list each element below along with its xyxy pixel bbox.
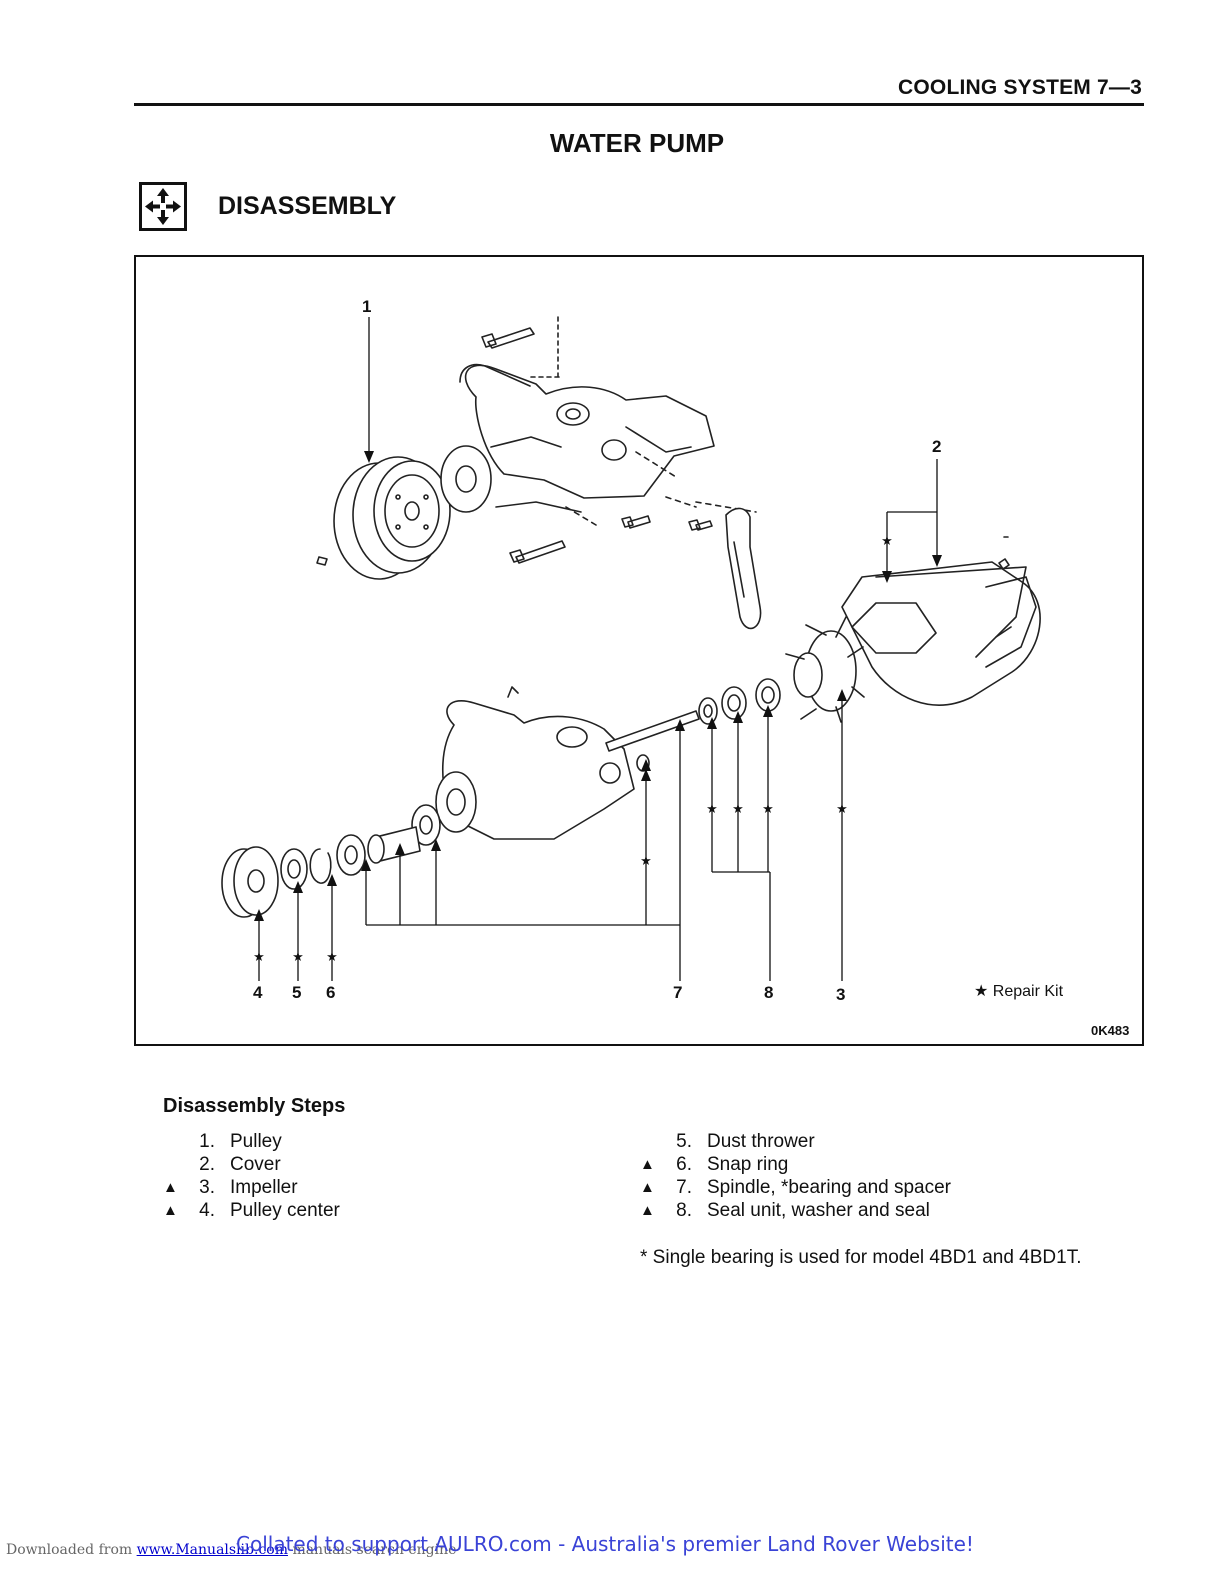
list-item: ▲ 7. Spindle, *bearing and spacer (640, 1177, 952, 1198)
svg-text:★: ★ (292, 950, 304, 965)
svg-text:★: ★ (836, 802, 848, 817)
list-item: ▲ 3. Impeller (163, 1177, 298, 1198)
list-item: 2. Cover (199, 1154, 281, 1175)
callout-4: 4 (253, 983, 263, 1002)
download-credit: Downloaded from www.Manualslib.com manua… (6, 1542, 457, 1558)
list-item: 5. Dust thrower (676, 1131, 815, 1152)
callout-3: 3 (836, 985, 846, 1004)
manualslib-link[interactable]: www.Manualslib.com (136, 1542, 288, 1558)
list-item: ▲ 6. Snap ring (640, 1154, 789, 1175)
callout-1: 1 (362, 297, 372, 316)
svg-text:★: ★ (326, 950, 338, 965)
section-title: DISASSEMBLY (218, 192, 397, 220)
model-note: * Single bearing is used for model 4BD1 … (640, 1247, 1082, 1268)
list-item: ▲ 4. Pulley center (163, 1200, 340, 1221)
page-title: WATER PUMP (549, 128, 725, 158)
callout-7: 7 (673, 983, 683, 1002)
callout-2: 2 (932, 437, 942, 456)
running-head: COOLING SYSTEM 7—3 (898, 76, 1142, 99)
aulro-banner: Collated to support AULRO.com - Australi… (236, 1532, 974, 1556)
disassembly-arrows-icon (139, 182, 187, 231)
callout-8: 8 (764, 983, 774, 1002)
list-item: ▲ 8. Seal unit, washer and seal (640, 1200, 930, 1221)
svg-text:★: ★ (762, 802, 774, 817)
steps-heading: Disassembly Steps (163, 1095, 346, 1117)
figure-id: 0K483 (1091, 1023, 1130, 1038)
svg-text:★: ★ (640, 854, 652, 869)
svg-text:★: ★ (253, 950, 265, 965)
exploded-view-figure: ★ ★ ★ ★ ★ ★ ★ ★ ★ 1 2 3 4 5 6 7 8 ★ Repa… (134, 255, 1144, 1046)
page-footer: Downloaded from www.Manualslib.com manua… (0, 1532, 1224, 1572)
list-item: 1. Pulley (199, 1131, 282, 1152)
header-rule (134, 103, 1144, 106)
water-pump-exploded-drawing: ★ ★ ★ ★ ★ ★ ★ ★ ★ (221, 316, 1041, 981)
callout-6: 6 (326, 983, 336, 1002)
repair-kit-legend: ★ Repair Kit (974, 983, 1064, 1000)
svg-text:★: ★ (881, 534, 893, 549)
svg-text:★: ★ (732, 802, 744, 817)
svg-text:★: ★ (706, 802, 718, 817)
callout-5: 5 (292, 983, 302, 1002)
